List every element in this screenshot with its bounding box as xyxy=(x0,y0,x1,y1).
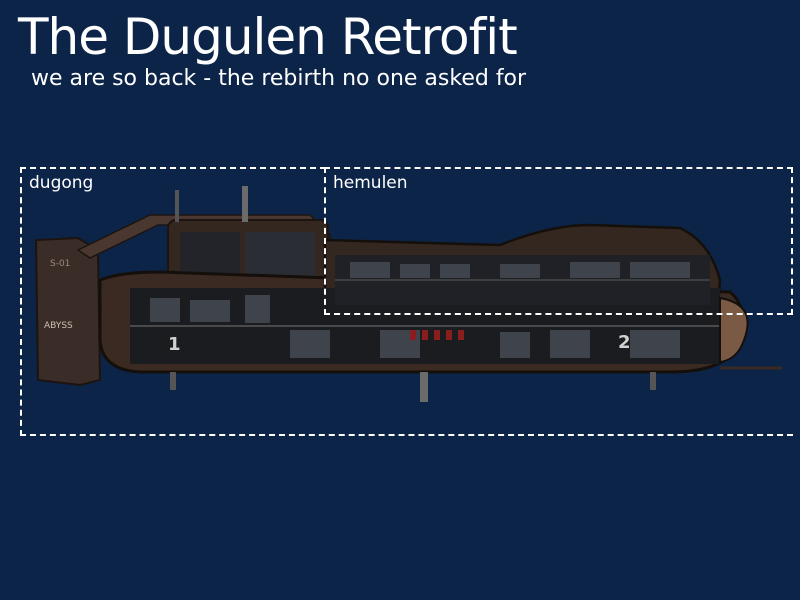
dugong-label: dugong xyxy=(29,173,94,193)
section-number-1: 1 xyxy=(168,334,181,355)
dugong-region-outline-top xyxy=(20,167,326,314)
hemulen-label: hemulen xyxy=(333,173,408,193)
hull-marking-abyss: ABYSS xyxy=(44,321,73,331)
hemulen-region-outline xyxy=(324,167,793,315)
section-number-2: 2 xyxy=(618,332,631,353)
submarine-illustration: S-01 ABYSS 1 2 xyxy=(34,186,782,402)
page-subtitle: we are so back - the rebirth no one aske… xyxy=(31,66,527,91)
page-title: The Dugulen Retrofit xyxy=(18,8,518,66)
hull-marking-s01: S-01 xyxy=(50,259,70,269)
